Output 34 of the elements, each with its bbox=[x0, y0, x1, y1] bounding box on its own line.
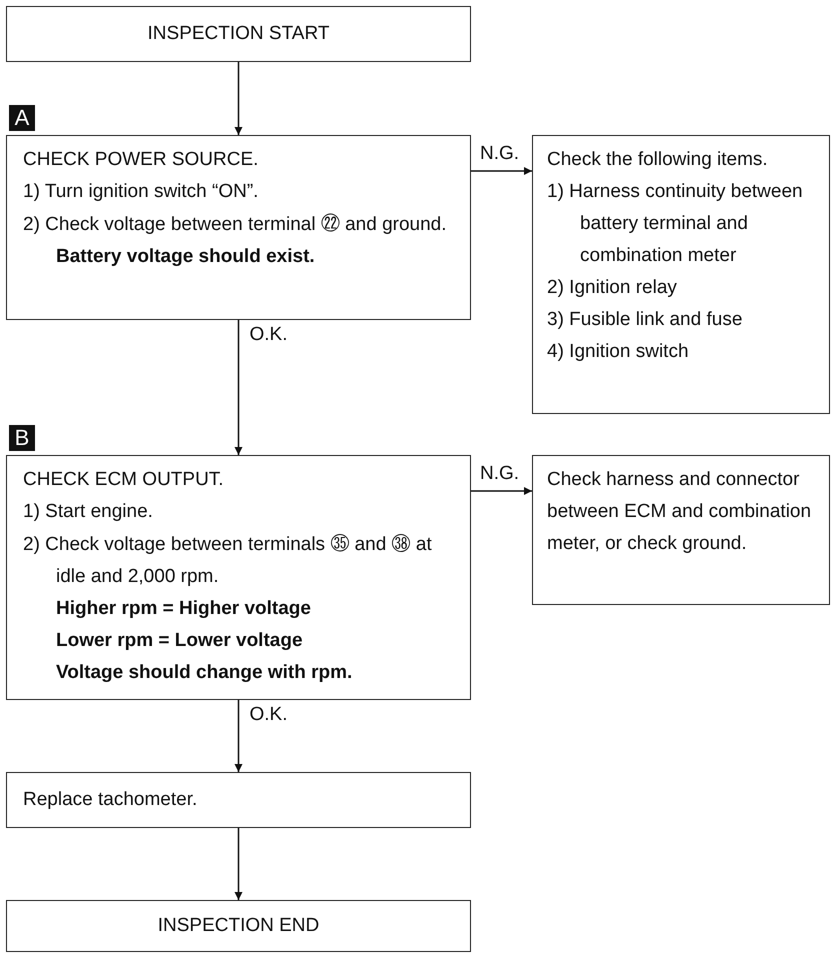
box-text: 1) Turn ignition switch “ON”. bbox=[23, 180, 260, 204]
arrow bbox=[234, 320, 242, 455]
box-text: CHECK POWER SOURCE. bbox=[23, 148, 260, 172]
process-box bbox=[6, 900, 471, 952]
process-box bbox=[6, 455, 471, 700]
box-text: Check the following items. bbox=[547, 148, 769, 172]
arrow bbox=[471, 487, 532, 495]
arrow bbox=[471, 167, 532, 175]
box-text: CHECK ECM OUTPUT. bbox=[23, 468, 225, 492]
step-marker: A bbox=[9, 105, 35, 131]
box-text: Battery voltage should exist. bbox=[55, 245, 316, 269]
process-box bbox=[532, 135, 830, 414]
box-text: Replace tachometer. bbox=[23, 788, 198, 812]
process-box bbox=[6, 6, 471, 62]
process-box bbox=[6, 135, 471, 320]
box-text: 2) Check voltage between terminals ㉟ and ㊳ at idle and 2,000 rpm. bbox=[23, 532, 433, 589]
step-marker: B bbox=[9, 425, 35, 451]
box-text: Higher rpm = Higher voltage bbox=[55, 597, 312, 621]
process-box bbox=[6, 772, 471, 828]
box-text: 3) Fusible link and fuse bbox=[547, 308, 744, 332]
arrow bbox=[234, 62, 242, 135]
box-text: 4) Ignition switch bbox=[547, 340, 690, 364]
box-text: 1) Start engine. bbox=[23, 500, 154, 524]
process-box bbox=[532, 455, 830, 605]
box-text: INSPECTION END bbox=[156, 914, 320, 938]
box-text: Lower rpm = Lower voltage bbox=[55, 629, 304, 653]
arrow bbox=[234, 700, 242, 772]
box-text: Check harness and connector between ECM and combination meter, or check ground. bbox=[547, 468, 812, 556]
box-text: 2) Ignition relay bbox=[547, 276, 678, 300]
box-text: 1) Harness continuity between battery terminal and combination meter bbox=[547, 180, 804, 268]
box-text: Voltage should change with rpm. bbox=[55, 661, 354, 685]
arrow bbox=[234, 828, 242, 900]
box-text: 2) Check voltage between terminal ㉒ and ground. bbox=[23, 212, 448, 237]
box-text: INSPECTION START bbox=[146, 22, 330, 46]
